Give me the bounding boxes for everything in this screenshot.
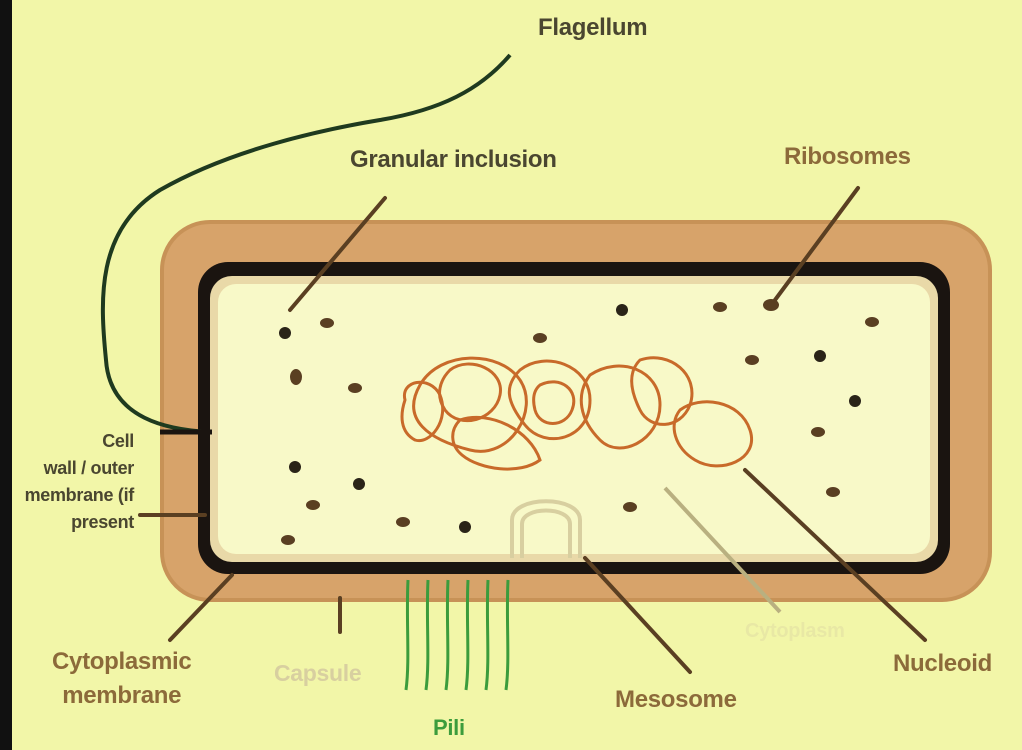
label-flagellum: Flagellum: [538, 14, 647, 42]
label-nucleoid: Nucleoid: [893, 650, 992, 678]
label-pili: Pili: [433, 715, 465, 741]
label-cell-wall: Cell wall / outer membrane (if present: [14, 428, 134, 536]
label-cell-wall-line-2: wall / outer: [14, 455, 134, 482]
label-cell-wall-line-1: Cell: [14, 428, 134, 455]
label-ribosomes: Ribosomes: [784, 143, 911, 171]
label-mesosome: Mesosome: [615, 686, 737, 714]
label-cytoplasmic-line-2: membrane: [52, 679, 191, 713]
label-cytoplasm-faded: Cytoplasm: [745, 620, 845, 643]
label-capsule: Capsule: [274, 660, 361, 687]
label-cytoplasmic-membrane: Cytoplasmic membrane: [52, 645, 191, 713]
label-granular-inclusion: Granular inclusion: [350, 146, 557, 174]
label-cell-wall-line-4: present: [14, 509, 134, 536]
label-cell-wall-line-3: membrane (if: [14, 482, 134, 509]
label-cytoplasmic-line-1: Cytoplasmic: [52, 645, 191, 679]
